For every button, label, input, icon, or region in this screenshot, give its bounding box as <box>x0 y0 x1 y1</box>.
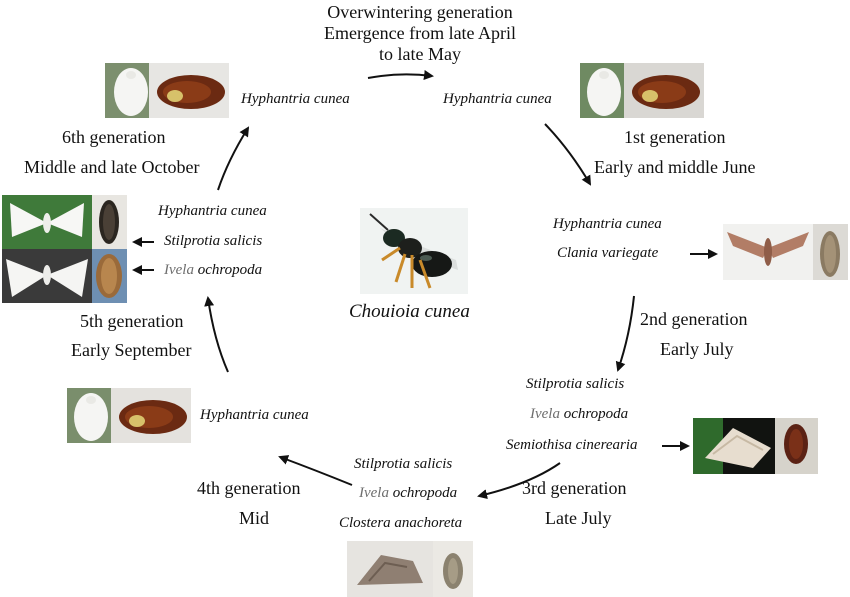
arrow-to-gen2 <box>615 295 635 372</box>
gen2-name: 2nd generation <box>640 309 748 329</box>
gen2-period: Early July <box>660 339 734 359</box>
gen6-name: 6th generation <box>62 127 166 147</box>
host-bottom-3: Clostera anachoreta <box>339 515 463 531</box>
host-lower-right-2-genus: Ivela <box>530 406 560 422</box>
gen3-period: Late July <box>545 508 612 528</box>
clania-photo-right <box>723 224 848 280</box>
overwintering-label: Overwintering generation Emergence from … <box>300 2 540 65</box>
host-bottom-2-genus: Ivela <box>359 485 389 501</box>
gen1-period: Early and middle June <box>594 157 756 177</box>
host-lower-right-2-species: ochropoda <box>559 406 629 422</box>
host-left-1: Hyphantria cunea <box>158 203 267 219</box>
chouioia-wasp-photo <box>360 208 468 294</box>
host-bottom-1: Stilprotia salicis <box>354 456 453 472</box>
overwintering-line2: Emergence from late April <box>323 23 517 43</box>
host-top-left: Hyphantria cunea <box>241 91 350 107</box>
gen3-name: 3rd generation <box>522 478 627 498</box>
gen6-period: Middle and late October <box>24 157 200 177</box>
host-right-1: Hyphantria cunea <box>553 216 662 232</box>
host-left-3-species: ochropoda <box>193 262 263 278</box>
arrow-to-gen5 <box>204 296 229 373</box>
host-bottom-2: Ivela ochropoda <box>359 486 457 501</box>
host-bottom-2-species: ochropoda <box>388 485 458 501</box>
host-left-3: Ivela ochropoda <box>164 263 262 278</box>
host-lower-right-2: Ivela ochropoda <box>530 407 628 422</box>
host-lower-left: Hyphantria cunea <box>200 407 309 423</box>
overwintering-line3: to late May <box>379 44 461 64</box>
host-left-2: Stilprotia salicis <box>164 233 263 249</box>
semiothisa-photo-lower-right <box>693 418 818 474</box>
arrow-overwintering <box>367 70 434 80</box>
gen4-period: Mid <box>239 508 270 528</box>
gen5-name: 5th generation <box>80 311 184 331</box>
overwintering-line1: Overwintering generation <box>327 2 513 22</box>
hyphantria-photo-top-right <box>580 63 704 118</box>
host-left-3-genus: Ivela <box>164 262 194 278</box>
gen5-period: Early September <box>71 340 192 360</box>
left-host-photo-grid <box>2 195 127 303</box>
gen1-name: 1st generation <box>624 127 726 147</box>
host-lower-right-3: Semiothisa cinerearia <box>506 437 638 453</box>
gen4-name: 4th generation <box>197 478 301 498</box>
host-right-2: Clania variegate <box>557 245 659 261</box>
host-lower-right-1: Stilprotia salicis <box>526 376 625 392</box>
hyphantria-photo-top-left <box>105 63 229 118</box>
arrow-to-gen6 <box>217 126 250 191</box>
host-top-right: Hyphantria cunea <box>443 91 552 107</box>
hyphantria-photo-lower-left <box>67 388 191 443</box>
clostera-photo-bottom <box>347 541 473 597</box>
arrow-to-gen1 <box>544 123 592 186</box>
center-species-name: Chouioia cunea <box>349 301 470 322</box>
